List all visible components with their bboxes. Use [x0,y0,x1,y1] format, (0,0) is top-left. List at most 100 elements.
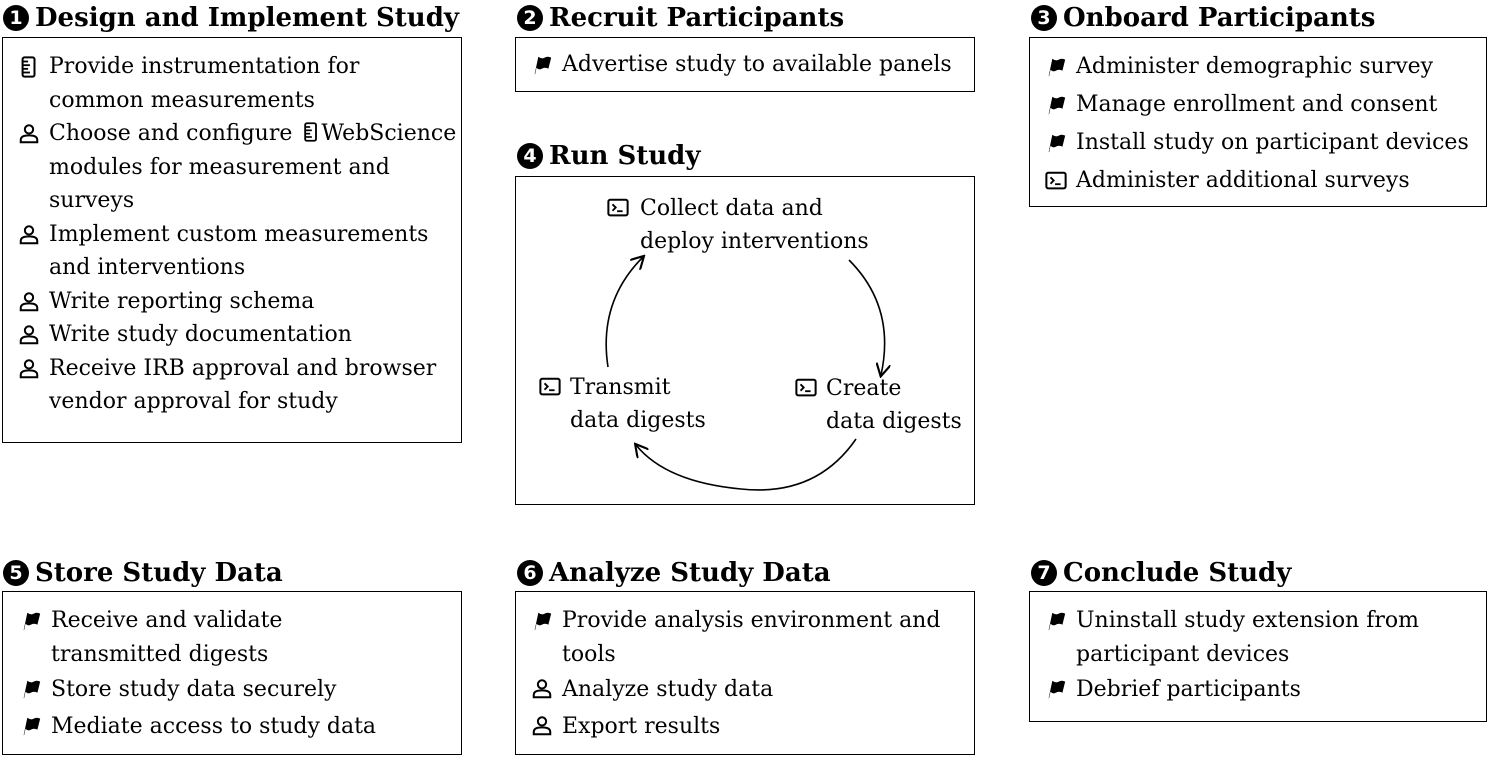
person-icon [530,678,554,700]
list-item: Advertise study to available panels [530,48,952,82]
cycle-node-create: Create data digests [794,372,962,438]
step-number-badge: 3 [1031,5,1057,31]
section-6-box: Provide analysis environment and tools A… [515,591,975,755]
list-item: Administer additional surveys [1044,162,1469,200]
list-item: Manage enrollment and consent [1044,86,1469,124]
section-title: Analyze Study Data [549,558,831,588]
item-text: Store study data securely [51,677,337,702]
section-6-heading: 6 Analyze Study Data [517,558,831,588]
list-item: Uninstall study extension from participa… [1044,604,1419,671]
item-text: Write reporting schema [49,288,315,314]
item-text: WebScience [321,121,457,146]
list-item: Implement custom measurements and interv… [17,218,456,285]
ruler-icon [17,56,41,78]
node-text: Collect data and [640,196,823,221]
node-text: Create [826,376,902,401]
section-title: Store Study Data [35,558,283,588]
list-item: Receive and validate transmitted digests [19,604,376,671]
item-text: Receive and validate [51,608,283,633]
item-text: Provide instrumentation for [49,54,360,79]
section-4-heading: 4 Run Study [517,141,700,171]
step-number-badge: 7 [1031,560,1057,586]
section-1-heading: 1 Design and Implement Study [3,3,459,33]
terminal-icon [538,376,562,398]
list-item: Receive IRB approval and browser vendor … [17,352,456,419]
node-text: data digests [826,409,962,434]
terminal-icon [794,377,818,399]
person-icon [17,291,41,313]
flag-icon [1044,610,1068,632]
step-number-badge: 6 [517,560,543,586]
item-text: Advertise study to available panels [562,52,952,77]
step-number-badge: 4 [517,143,543,169]
item-list: Receive and validate transmitted digests… [19,604,376,745]
item-text: Choose and configure [49,121,293,146]
item-text: Manage enrollment and consent [1076,92,1438,117]
arrow-top-to-right [848,259,885,375]
list-item: Mediate access to study data [19,708,376,745]
list-item: Write study documentation [17,318,456,352]
flag-icon [19,610,43,632]
item-text: Administer additional surveys [1076,168,1410,193]
arrow-right-to-left [636,438,857,491]
item-list: Advertise study to available panels [530,48,952,82]
terminal-icon [606,197,630,219]
item-text: Install study on participant devices [1076,130,1469,155]
item-text: Provide analysis environment and [562,608,941,633]
item-text: Mediate access to study data [51,714,377,739]
item-list: Provide analysis environment and tools A… [530,604,940,745]
item-text: Export results [562,714,721,739]
item-text: Analyze study data [562,677,774,702]
person-icon [17,324,41,346]
flag-icon [1044,132,1068,154]
terminal-icon [1044,170,1068,192]
flag-icon [1044,678,1068,700]
node-text: Transmit [570,375,671,400]
item-text: Debrief participants [1076,677,1301,702]
item-list: Provide instrumentation for common measu… [17,50,456,419]
item-text: common measurements [49,87,315,113]
cycle-node-transmit: Transmit data digests [538,371,706,437]
person-icon [17,224,41,246]
list-item: Install study on participant devices [1044,124,1469,162]
step-number-badge: 5 [3,560,29,586]
section-1-box: Provide instrumentation for common measu… [2,37,462,443]
item-text: modules for measurement and [49,154,390,180]
section-title: Onboard Participants [1063,3,1376,33]
section-4-box: Collect data and deploy interventions Cr… [515,176,975,505]
item-text: surveys [49,188,135,213]
list-item: Export results [530,708,940,745]
ruler-icon [301,120,321,142]
item-text: Receive IRB approval and browser [49,355,437,381]
section-7-heading: 7 Conclude Study [1031,558,1291,588]
arrow-left-to-top [605,257,643,368]
person-icon [17,123,41,145]
section-2-heading: 2 Recruit Participants [517,3,844,33]
section-3-box: Administer demographic survey Manage enr… [1029,37,1487,207]
person-icon [530,715,554,737]
person-icon [17,358,41,380]
section-title: Run Study [549,141,701,171]
item-text: Uninstall study extension from [1076,608,1419,633]
flag-icon [1044,94,1068,116]
flag-icon [530,54,554,76]
item-text: participant devices [1076,641,1290,667]
node-text: deploy interventions [640,229,869,254]
item-text: Write study documentation [49,322,352,347]
list-item: Provide instrumentation for common measu… [17,50,456,117]
cycle-node-collect: Collect data and deploy interventions [606,192,869,258]
section-title: Design and Implement Study [35,3,459,33]
flag-icon [19,678,43,700]
list-item: Provide analysis environment and tools [530,604,940,671]
item-list: Uninstall study extension from participa… [1044,604,1419,708]
list-item: Administer demographic survey [1044,48,1469,86]
flag-icon [530,610,554,632]
list-item: Store study data securely [19,671,376,708]
item-text: tools [562,641,616,667]
section-5-box: Receive and validate transmitted digests… [2,591,462,755]
section-title: Recruit Participants [549,3,845,33]
step-number-badge: 2 [517,5,543,31]
section-2-box: Advertise study to available panels [515,37,975,92]
list-item: Debrief participants [1044,671,1419,708]
item-text: transmitted digests [51,641,269,667]
